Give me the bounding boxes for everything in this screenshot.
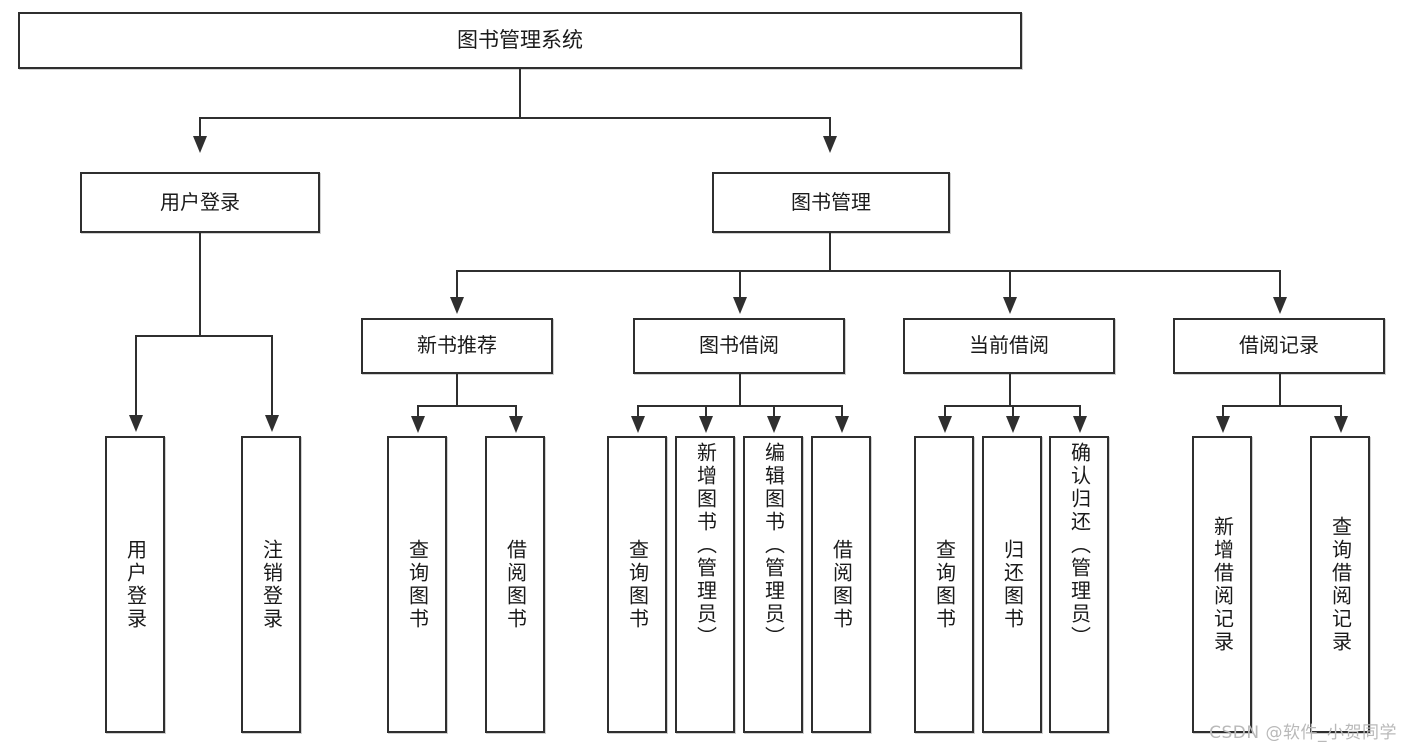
connector-user-login-drop-2 xyxy=(271,335,273,417)
csdn-watermark: CSDN @软件_小贺同学 xyxy=(1209,723,1397,743)
connector-borrow-record-drop-2 xyxy=(1340,405,1342,418)
connector-book-borrow-bar xyxy=(637,405,843,407)
connector-book-manage-drop-3 xyxy=(1009,270,1011,298)
connector-book-borrow-drop-4 xyxy=(841,405,843,418)
node-book-manage[interactable]: 图书管理 xyxy=(712,172,950,233)
node-leaf-add-book[interactable]: 新增图书（管理员） xyxy=(675,436,735,733)
connector-root-drop-right xyxy=(829,117,831,139)
node-label: 图书借阅 xyxy=(699,333,779,358)
node-label: 查询图书 xyxy=(932,538,957,631)
connector-current-borrow-drop-2 xyxy=(1012,405,1014,418)
arrow-to-leaf-edit-book xyxy=(767,416,781,433)
arrow-to-leaf-borrow-book-1 xyxy=(509,416,523,433)
connector-book-manage-drop-1 xyxy=(456,270,458,298)
node-leaf-add-record[interactable]: 新增借阅记录 xyxy=(1192,436,1252,733)
connector-book-borrow-drop-2 xyxy=(705,405,707,418)
arrow-to-leaf-query-book-1 xyxy=(411,416,425,433)
arrow-to-leaf-query-book-3 xyxy=(938,416,952,433)
connector-user-login-stem xyxy=(199,233,201,335)
node-leaf-confirm-return[interactable]: 确认归还（管理员） xyxy=(1049,436,1109,733)
arrow-to-leaf-borrow-book-2 xyxy=(835,416,849,433)
node-label: 查询图书 xyxy=(405,538,430,631)
node-leaf-edit-book[interactable]: 编辑图书（管理员） xyxy=(743,436,803,733)
connector-book-manage-drop-4 xyxy=(1279,270,1281,298)
connector-current-borrow-drop-3 xyxy=(1079,405,1081,418)
arrow-to-book-borrow xyxy=(733,297,747,314)
connector-new-book-bar xyxy=(417,405,517,407)
connector-current-borrow-stem xyxy=(1009,374,1011,405)
node-leaf-borrow-book-1[interactable]: 借阅图书 xyxy=(485,436,545,733)
node-leaf-return-book[interactable]: 归还图书 xyxy=(982,436,1042,733)
node-label: 用户登录 xyxy=(160,189,240,214)
node-label: 新书推荐 xyxy=(417,333,497,358)
arrow-to-book-manage xyxy=(823,136,837,153)
arrow-to-borrow-record xyxy=(1273,297,1287,314)
connector-new-book-drop-2 xyxy=(515,405,517,418)
node-label: 确认归还（管理员） xyxy=(1067,442,1092,649)
node-label: 归还图书 xyxy=(1000,538,1025,631)
node-leaf-logout-login[interactable]: 注销登录 xyxy=(241,436,301,733)
connector-new-book-drop-1 xyxy=(417,405,419,418)
node-label: 当前借阅 xyxy=(969,333,1049,358)
connector-new-book-stem xyxy=(456,374,458,405)
node-label: 图书管理 xyxy=(791,189,871,214)
node-leaf-query-book-3[interactable]: 查询图书 xyxy=(914,436,974,733)
arrow-to-leaf-user-login xyxy=(129,415,143,432)
node-book-borrow[interactable]: 图书借阅 xyxy=(633,318,845,374)
connector-current-borrow-drop-1 xyxy=(944,405,946,418)
connector-user-login-bar xyxy=(135,335,273,337)
node-label: 查询借阅记录 xyxy=(1328,515,1353,654)
arrow-to-leaf-query-record xyxy=(1334,416,1348,433)
connector-borrow-record-drop-1 xyxy=(1222,405,1224,418)
node-leaf-query-book-1[interactable]: 查询图书 xyxy=(387,436,447,733)
node-leaf-user-login[interactable]: 用户登录 xyxy=(105,436,165,733)
node-label: 图书管理系统 xyxy=(457,28,583,53)
connector-borrow-record-bar xyxy=(1222,405,1342,407)
node-leaf-borrow-book-2[interactable]: 借阅图书 xyxy=(811,436,871,733)
node-label: 注销登录 xyxy=(259,538,284,631)
connector-book-manage-bar xyxy=(456,270,1281,272)
connector-book-borrow-drop-1 xyxy=(637,405,639,418)
arrow-to-leaf-return-book xyxy=(1006,416,1020,433)
connector-book-manage-drop-2 xyxy=(739,270,741,298)
node-label: 借阅记录 xyxy=(1239,333,1319,358)
connector-root-drop-left xyxy=(199,117,201,139)
node-new-book-recommend[interactable]: 新书推荐 xyxy=(361,318,553,374)
node-label: 新增借阅记录 xyxy=(1210,515,1235,654)
node-current-borrow[interactable]: 当前借阅 xyxy=(903,318,1115,374)
arrow-to-leaf-logout-login xyxy=(265,415,279,432)
connector-root-stem xyxy=(519,69,521,117)
connector-borrow-record-stem xyxy=(1279,374,1281,405)
node-leaf-query-record[interactable]: 查询借阅记录 xyxy=(1310,436,1370,733)
arrow-to-new-book-recommend xyxy=(450,297,464,314)
node-label: 借阅图书 xyxy=(829,538,854,631)
node-label: 编辑图书（管理员） xyxy=(761,442,786,649)
arrow-to-leaf-add-book xyxy=(699,416,713,433)
arrow-to-leaf-confirm-return xyxy=(1073,416,1087,433)
node-borrow-record[interactable]: 借阅记录 xyxy=(1173,318,1385,374)
connector-root-bar xyxy=(199,117,831,119)
node-leaf-query-book-2[interactable]: 查询图书 xyxy=(607,436,667,733)
node-user-login[interactable]: 用户登录 xyxy=(80,172,320,233)
node-label: 新增图书（管理员） xyxy=(693,442,718,649)
connector-book-borrow-drop-3 xyxy=(773,405,775,418)
node-root-system[interactable]: 图书管理系统 xyxy=(18,12,1022,69)
connector-user-login-drop-1 xyxy=(135,335,137,417)
arrow-to-leaf-query-book-2 xyxy=(631,416,645,433)
node-label: 用户登录 xyxy=(123,538,148,631)
connector-book-manage-stem xyxy=(829,233,831,270)
arrow-to-leaf-add-record xyxy=(1216,416,1230,433)
node-label: 借阅图书 xyxy=(503,538,528,631)
node-label: 查询图书 xyxy=(625,538,650,631)
arrow-to-current-borrow xyxy=(1003,297,1017,314)
arrow-to-user-login xyxy=(193,136,207,153)
connector-book-borrow-stem xyxy=(739,374,741,405)
